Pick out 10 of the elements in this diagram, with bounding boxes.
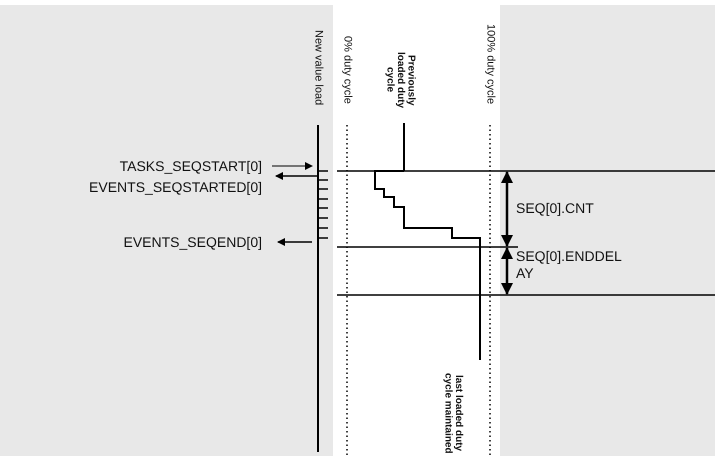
signal-label: TASKS_SEQSTART[0] bbox=[120, 159, 262, 174]
dimension-label: SEQ[0].ENDDELAY bbox=[516, 248, 623, 282]
axis-label: 0% duty cycle bbox=[341, 36, 353, 104]
axis-label: 100% duty cycle bbox=[484, 24, 496, 104]
signal-label: EVENTS_SEQSTARTED[0] bbox=[89, 180, 262, 195]
trace-label: last loaded duty cycle maintained bbox=[442, 372, 463, 456]
trace-label: Previously loaded duty cycle bbox=[384, 50, 416, 110]
axis-label: New value load bbox=[312, 30, 324, 106]
dimension-label: SEQ[0].CNT bbox=[516, 201, 594, 216]
signal-label: EVENTS_SEQEND[0] bbox=[124, 235, 262, 250]
